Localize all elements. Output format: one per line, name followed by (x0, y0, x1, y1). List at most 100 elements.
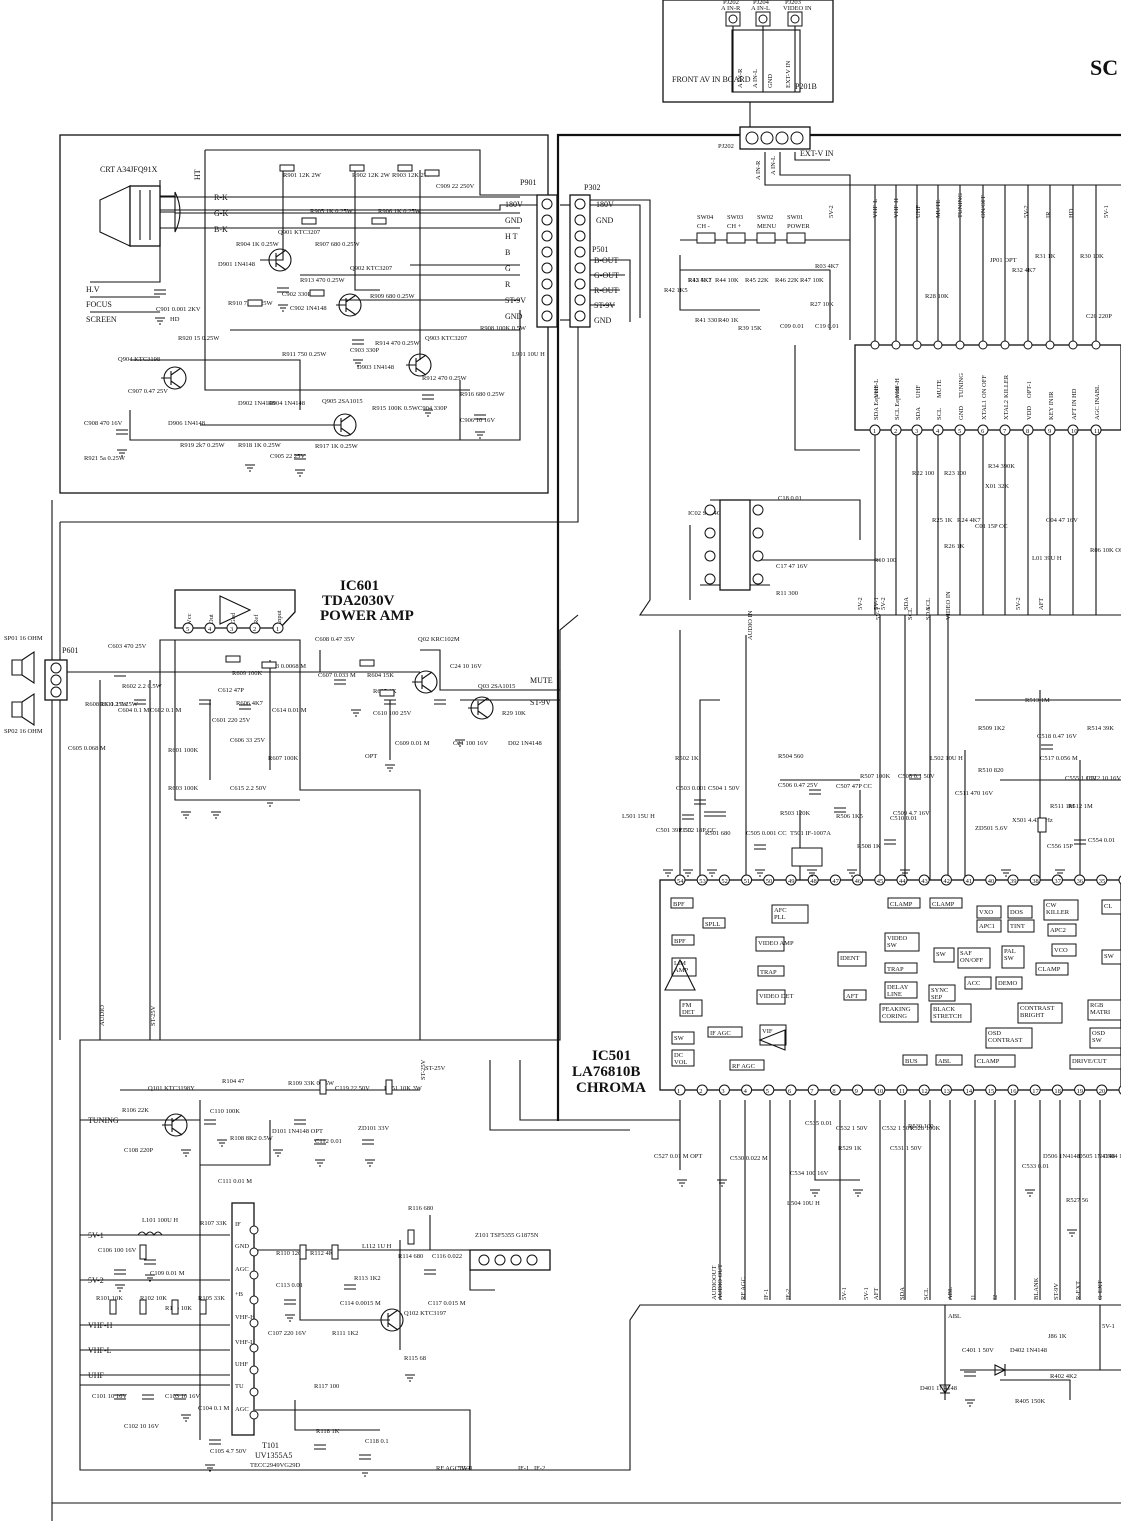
switch-menu-button[interactable] (756, 232, 776, 244)
tuner-part-46: 5V-1 (458, 1465, 471, 1472)
crt-part-23: Q903 KTC3207 (425, 335, 468, 342)
ic501-block-label-39: ACC (967, 980, 980, 987)
ic501-part-13: R506 1K5 (836, 813, 863, 820)
ic501-block-34 (1043, 899, 1079, 921)
ic501-block-33 (1007, 919, 1035, 933)
ic501-top-pin-14: 41 (966, 878, 973, 885)
ic601-part-4: C602 0.1 M (150, 707, 181, 714)
ic501-bottom-net-16: G-EXT (1097, 1280, 1104, 1300)
tuner-part-32: L112 1U H (362, 1243, 392, 1250)
ic501-block-label-23: SW (936, 951, 947, 958)
mcu-top-pin-5: TUNING (958, 373, 965, 398)
ic501-left-net-1: ST-25V (420, 1059, 427, 1080)
ic501-top-pin-8: 47 (832, 878, 839, 885)
resistor-symbol (407, 1229, 415, 1245)
tuner-part-28: R110 120 (276, 1250, 301, 1257)
p302-pin-label-2: GND (596, 216, 614, 225)
ic501-block-label-35: APC2 (1050, 927, 1066, 934)
tuner-part-38: Q102 KTC3197 (404, 1310, 447, 1317)
switch-ch-button[interactable] (726, 232, 746, 244)
mcu-part-27: R24 4K7 (957, 517, 981, 524)
tuner-part-36: C117 0.015 M (428, 1300, 466, 1307)
switch-name-3: MENU (757, 223, 776, 230)
switch-ch-button[interactable] (696, 232, 716, 244)
mcu-part-1: R43 5K1 (688, 277, 712, 284)
ic501-part-27: R514 39K (1087, 725, 1114, 732)
ic501-bottom-pin-14: 14 (966, 1088, 973, 1095)
ic501-component-symbols (663, 744, 1086, 1237)
p501-ref: P501 (592, 245, 608, 254)
ic501-block-label-32: APC1 (979, 923, 995, 930)
capacitor-symbol (344, 1284, 356, 1290)
crt-part-42: R908 100K 0.5W (480, 325, 527, 332)
resistor-symbol (225, 655, 241, 663)
mcu-part-4: R46 22K (775, 277, 799, 284)
tuner-part: UV1355A5 (255, 1451, 292, 1460)
ic501-block-32 (976, 919, 1002, 933)
ic501-block-11 (756, 989, 786, 1005)
ic501-part-50: D504 1N4148 (1103, 1153, 1121, 1160)
ic501-block-label-46: CL (1104, 903, 1112, 910)
p302-ref: P302 (584, 183, 600, 192)
av-jack-ref-1: PJ202 (723, 0, 739, 6)
mcu-part-35: R10 100 (874, 557, 896, 564)
ic501-part-16: R508 1K (857, 843, 881, 850)
crt-part-38: R919 2k7 0.25W (180, 442, 225, 449)
ic501-block-label-38: CLAMP (1038, 966, 1061, 973)
p901-pin-label-6: R (505, 280, 511, 289)
ic501-block-label-37: PAL (1004, 948, 1016, 955)
capacitor-symbol (239, 704, 251, 710)
ic501-block-label2-8: PLL (774, 914, 786, 921)
ic601-part: TDA2030V (322, 593, 395, 609)
ic601-part-9: C612 47P (218, 687, 244, 694)
ground-symbol (285, 1314, 295, 1322)
mcu-bottom-pin-no-11: 11 (1094, 428, 1100, 435)
ic501-block-19 (884, 932, 920, 952)
ic501-part-47: R527 56 (1066, 1197, 1089, 1204)
ic501-bottom-net-8: SDA (899, 1287, 906, 1300)
p901-pin-label-4: B (505, 248, 510, 257)
mcu-part-15: JP01 OPT (990, 257, 1017, 264)
crt-part-19: R920 15 0.25W (178, 335, 220, 342)
ic501-bottom-net-15: R-EXT (1075, 1281, 1082, 1300)
ic501-block-38 (1035, 962, 1069, 976)
tuner-part-26: C104 0.1 M (198, 1405, 229, 1412)
ic501-block-16 (843, 989, 867, 1001)
tuner-part-44: Z101 TSF5355 G1875N (475, 1232, 539, 1239)
crt-part-32: D904 1N4148 (268, 400, 305, 407)
ic501-part-4: L501 15U H (622, 813, 655, 820)
switch-power-button[interactable] (786, 232, 806, 244)
tuner-pin-3 (249, 1270, 259, 1280)
ic501-block-42 (985, 1027, 1033, 1049)
ground-symbol (1025, 1189, 1035, 1197)
p901-pin-label-5: G (505, 264, 511, 273)
av-pin-block (731, 29, 801, 93)
br-part-3: D401 1N4148 (920, 1385, 957, 1392)
ic501-bottom-pin-3: 3 (721, 1088, 724, 1095)
ic601-part-27: R29 10K (502, 710, 526, 717)
ic601-part-5: R601 100K (168, 747, 198, 754)
tuner-part-10: R451 10K 3W (384, 1085, 423, 1092)
ic501-block-label-12: IF AGC (710, 1030, 731, 1037)
tuner-pin-label-1: IF (235, 1221, 241, 1228)
mcu-part-30: R06 10K OPT (1090, 547, 1121, 554)
ic501-block-label2-42: CONTRAST (988, 1037, 1022, 1044)
resistor-symbol (385, 1079, 393, 1095)
ic501-part-7: R501 680 (705, 830, 730, 837)
ground-symbol (217, 1139, 227, 1147)
ic501-part-34: R511 1M (1050, 803, 1075, 810)
ic501-block-label-22: PEAKING (882, 1006, 911, 1013)
capacitor-symbol (204, 1119, 216, 1125)
speaker-1-label: SP01 16 OHM (4, 635, 43, 642)
tuner-part-47: IF-1 (518, 1465, 529, 1472)
ic501-block-46 (1101, 899, 1121, 915)
ic501-part-29: C555 1 16V (1065, 775, 1097, 782)
mcu-part-24: C01 15P CC (975, 523, 1008, 530)
tuner-part-45: RF AGC (436, 1465, 459, 1472)
ic501-block-label-30: VXO (979, 909, 993, 916)
capacitor-symbol (174, 1394, 186, 1400)
ic601-pin-label-3: Gnd (230, 612, 237, 624)
capacitor-symbol (114, 671, 126, 677)
